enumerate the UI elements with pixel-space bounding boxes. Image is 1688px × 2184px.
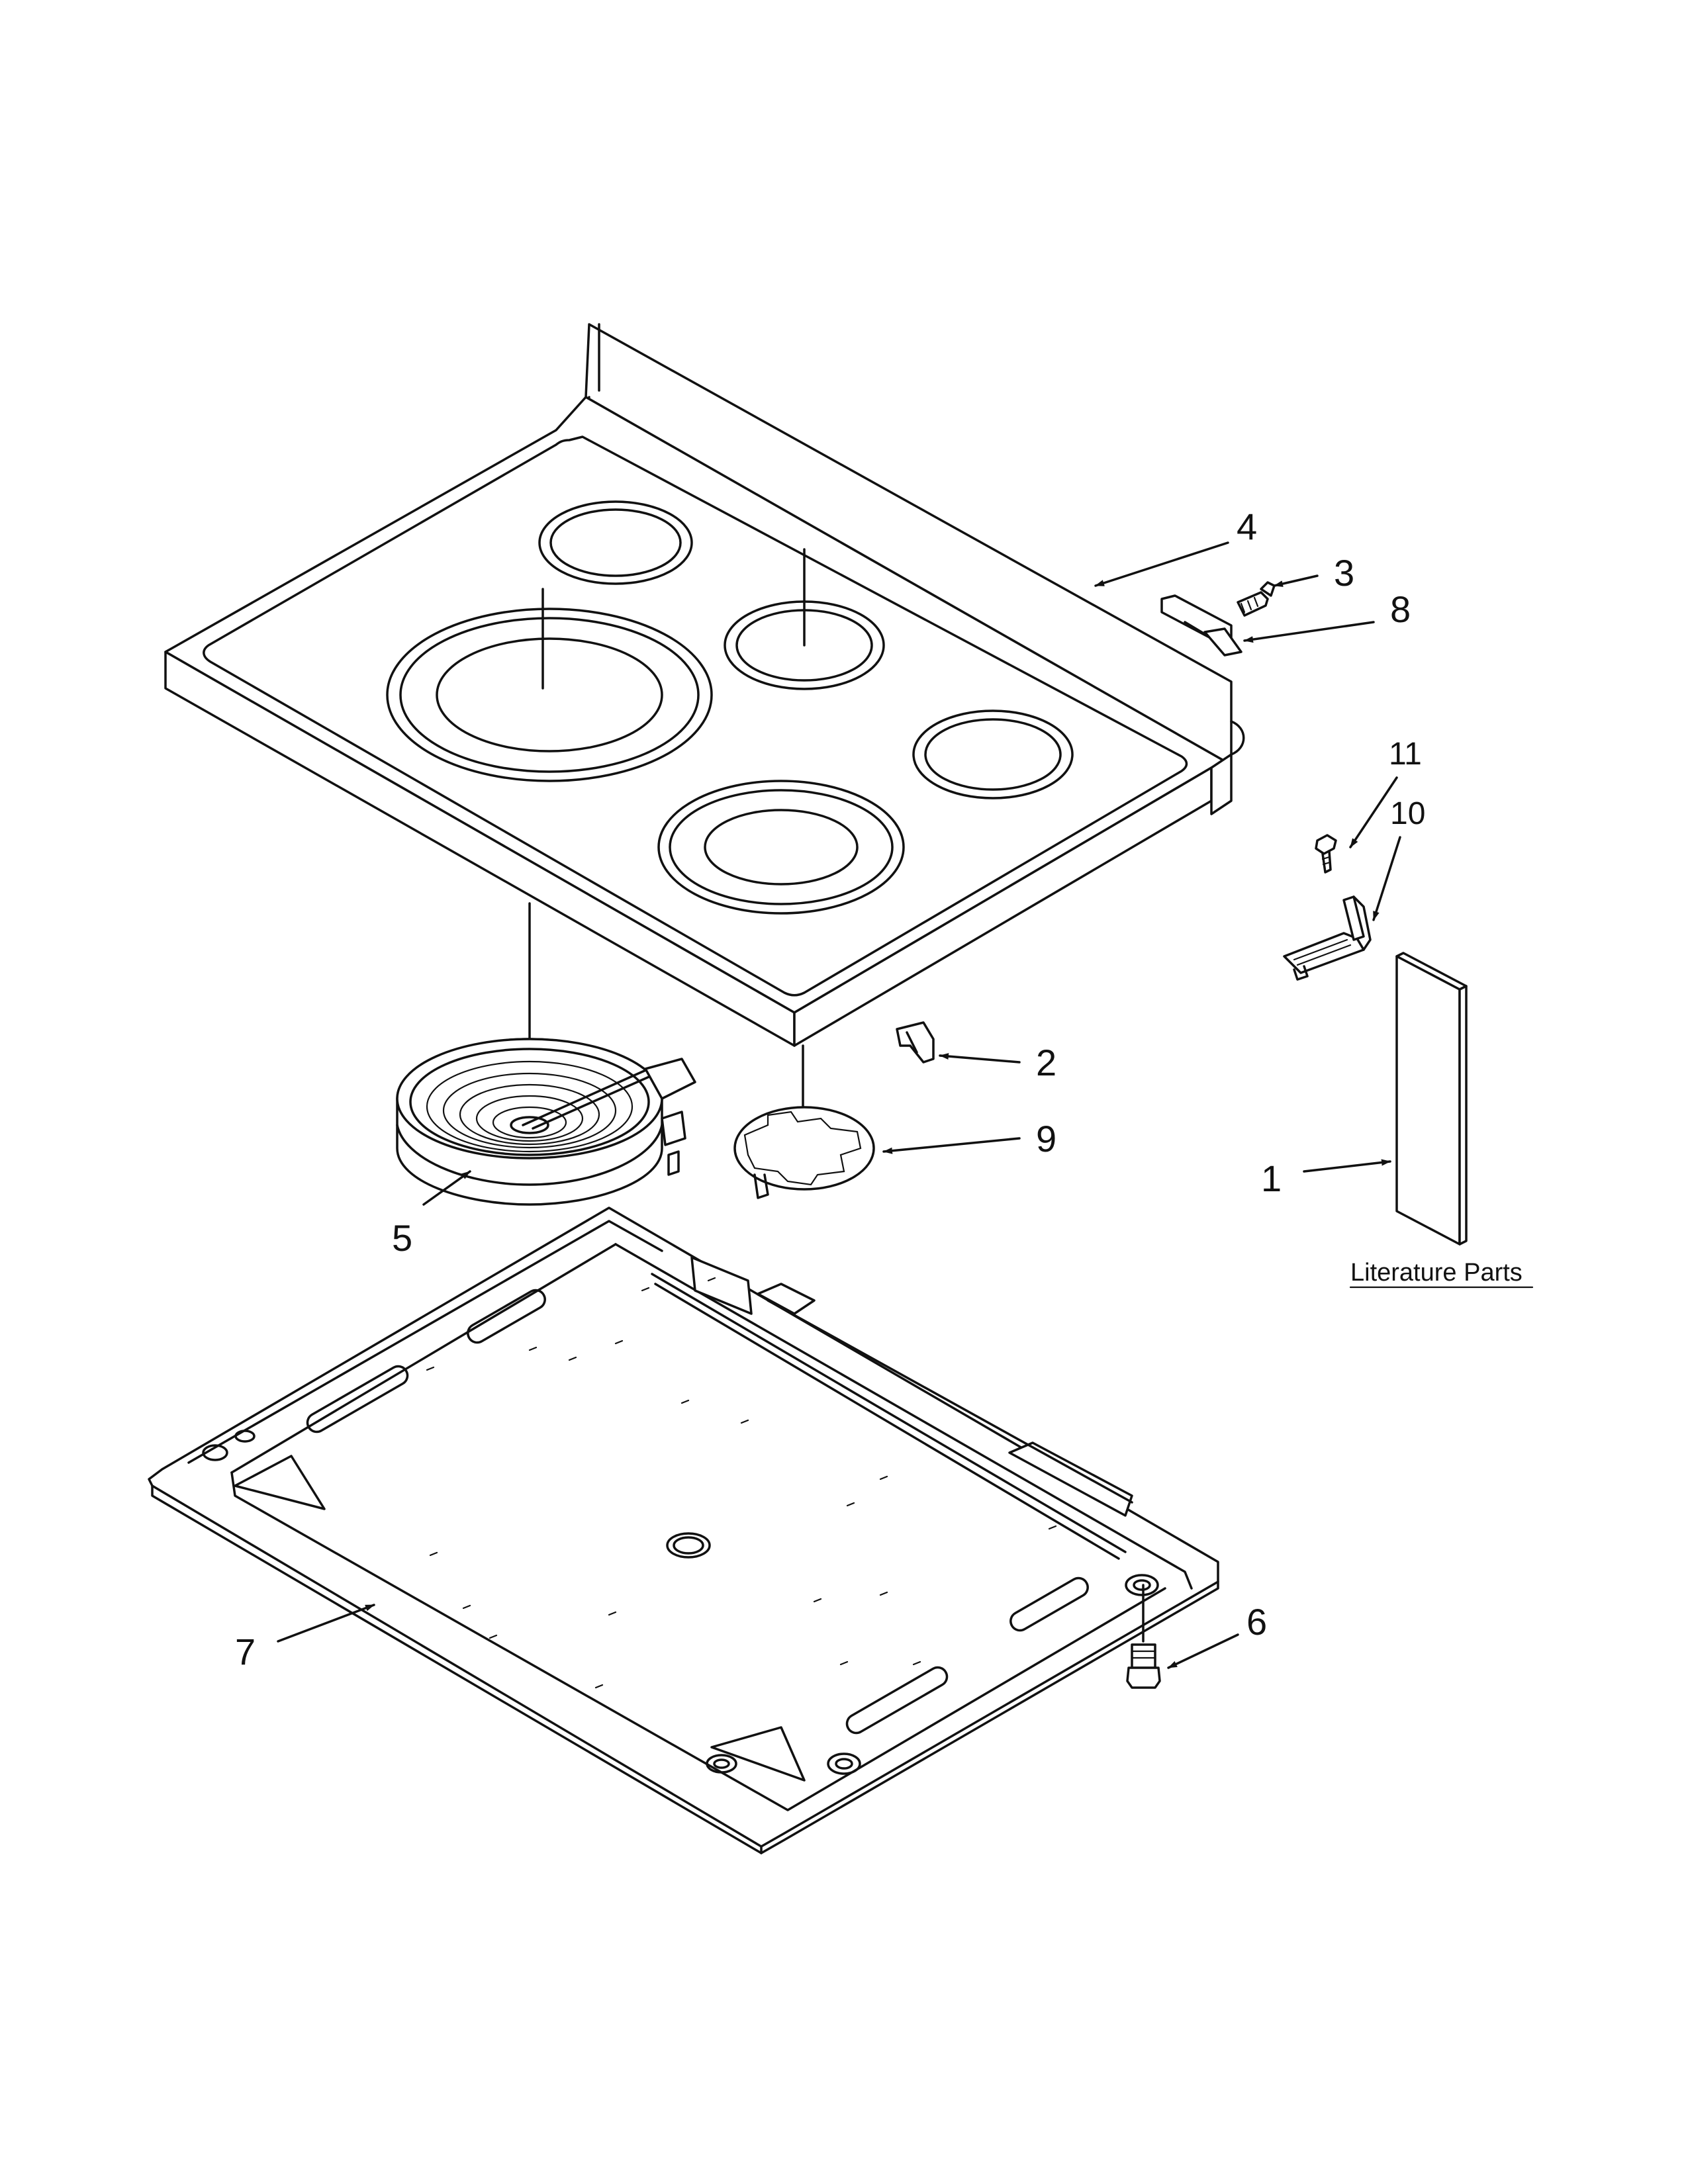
- leader-arrow-9: [882, 1137, 1021, 1154]
- callout-3: 3: [1334, 552, 1354, 594]
- foot-hole-front-right: [1125, 1574, 1159, 1596]
- burner-front-right: [657, 780, 905, 915]
- callout-11: 11: [1389, 737, 1422, 772]
- callout-6: 6: [1246, 1601, 1267, 1643]
- panel-slots: [426, 1277, 1057, 1689]
- screw-part-3: [1237, 581, 1276, 617]
- bracket-part-8: [1160, 594, 1243, 657]
- cooktop-part: [164, 323, 1245, 1146]
- terminal-bracket-part-10: [1283, 895, 1372, 981]
- foot-hole-front-left: [827, 1752, 861, 1775]
- leader-arrow-5: [422, 1170, 471, 1206]
- callout-5: 5: [392, 1217, 412, 1259]
- leader-arrow-3: [1273, 574, 1319, 587]
- callout-9: 9: [1036, 1118, 1056, 1160]
- literature-parts-label: Literature Parts: [1350, 1259, 1523, 1287]
- radiant-element-part: [396, 1038, 696, 1206]
- leader-arrow-7: [277, 1604, 375, 1643]
- burner-rear-right: [912, 709, 1074, 799]
- callout-1: 1: [1261, 1158, 1282, 1199]
- callout-8: 8: [1390, 588, 1411, 630]
- burner-rear-left: [538, 500, 693, 585]
- literature-parts-label-group: Literature Parts: [1349, 1259, 1534, 1289]
- leader-arrow-6: [1167, 1633, 1239, 1669]
- leader-arrow-4: [1094, 541, 1229, 587]
- element-shield-part: [733, 1106, 875, 1199]
- leader-arrow-2: [939, 1053, 1021, 1064]
- screw-part-6: [1126, 1584, 1161, 1689]
- literature-part: [1395, 952, 1468, 1246]
- callout-4: 4: [1237, 506, 1257, 547]
- callout-2: 2: [1036, 1042, 1056, 1083]
- leader-arrow-10: [1372, 836, 1401, 921]
- burner-front-left: [386, 608, 713, 782]
- burner-box-part: [148, 1206, 1219, 1854]
- leader-arrows: [277, 541, 1401, 1669]
- callout-labels: 4 3 8 11 10 2 9 1 5 7 6: [235, 506, 1425, 1672]
- callout-7: 7: [235, 1631, 256, 1672]
- leader-arrow-8: [1243, 621, 1375, 643]
- leader-arrow-1: [1303, 1159, 1391, 1173]
- callout-10: 10: [1390, 796, 1425, 831]
- leader-arrow-11: [1349, 776, 1398, 848]
- screw-part-11: [1315, 834, 1337, 874]
- clip-part: [896, 1021, 935, 1064]
